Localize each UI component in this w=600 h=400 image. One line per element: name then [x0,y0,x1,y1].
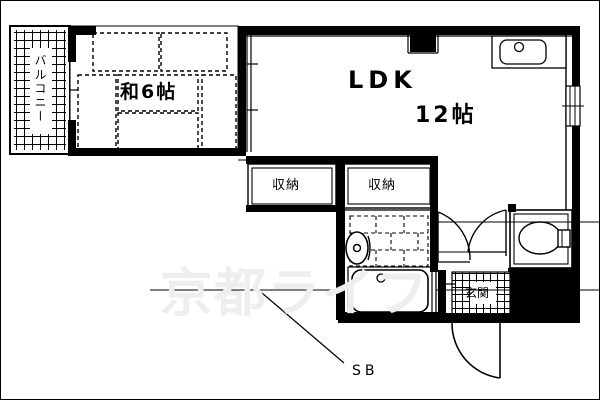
kitchen-counter [491,35,567,69]
bathroom [336,209,438,320]
sb-leader-line [254,286,345,364]
ldk-label: LDK [348,66,417,94]
balcony-label: バルコニー [33,54,47,124]
genkan-area [338,271,580,323]
sb-label: SB [352,363,379,379]
entry-door-swing[interactable] [451,322,501,379]
toilet-door-swing[interactable] [467,209,507,256]
tatami-room-label: 和6帖 [120,81,178,103]
toilet-room [509,206,580,278]
genkan-label: 玄関 [465,286,490,300]
storage-left-label: 収納 [272,178,301,193]
hall-guide-lines [150,159,600,291]
window-right [562,85,584,127]
balcony-area [9,25,71,155]
storage-right-label: 収納 [368,178,397,193]
fusuma-sliding-door[interactable] [238,26,258,156]
watermark-text: 京都ライフ [160,264,431,324]
bath-door-swing[interactable] [437,211,471,263]
ldk-size-label: 12帖 [415,103,477,128]
